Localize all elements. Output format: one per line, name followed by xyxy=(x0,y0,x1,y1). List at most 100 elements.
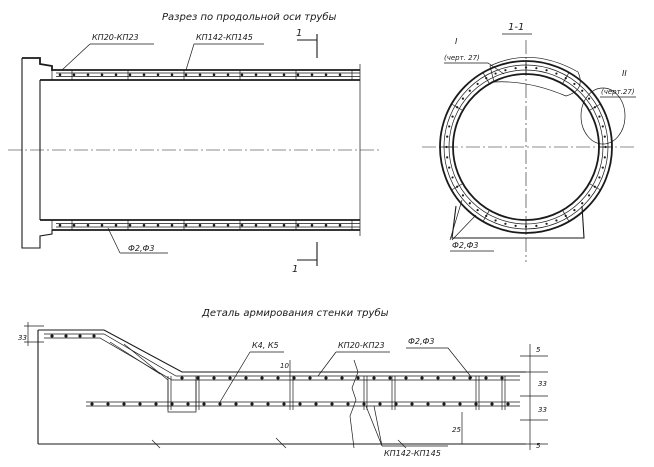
bar-dot xyxy=(86,73,90,77)
ring-bar-dot xyxy=(573,82,576,86)
wall-bar-dot xyxy=(394,402,398,406)
wall-bar-dot xyxy=(266,402,270,406)
bar-dot xyxy=(170,73,174,77)
wall-bar-dot xyxy=(362,402,366,406)
ring-bar-dot xyxy=(601,166,604,169)
bar-dot xyxy=(212,223,216,227)
detail-break-line xyxy=(349,359,359,449)
reinforcement-bars-longitudinal xyxy=(58,70,353,230)
wall-bar-dot xyxy=(442,402,446,406)
leader-k4-k5 xyxy=(219,351,284,403)
bar-dot xyxy=(184,223,188,227)
ring-bar-dot xyxy=(581,89,584,92)
bar-dot xyxy=(128,223,132,227)
callout-kp142-kp145-top: КП142-КП145 xyxy=(196,33,253,42)
detail-one-ref: (черт. 27) xyxy=(444,54,480,62)
wall-bar-dot xyxy=(292,376,296,380)
dim-33-left: 33 xyxy=(18,334,27,342)
bar-dot xyxy=(226,73,230,77)
dim-5-bottom: 5 xyxy=(536,442,541,450)
wall-bar-dot xyxy=(234,402,238,406)
wall-bar-dot xyxy=(154,402,158,406)
wall-bar-dot xyxy=(340,376,344,380)
ring-spacer xyxy=(589,103,601,111)
wall-bar-dot xyxy=(356,376,360,380)
ring-bar-dot xyxy=(601,125,604,128)
bar-dot xyxy=(268,223,272,227)
dim-5-top: 5 xyxy=(536,346,541,354)
bar-dot xyxy=(114,73,118,77)
leader-kp142-kp145-detail xyxy=(365,405,448,447)
wall-bar-dot xyxy=(426,402,430,406)
ring-bar-dot xyxy=(514,224,517,227)
ring-bar-dot xyxy=(448,125,451,128)
wall-bar-dot xyxy=(420,376,424,380)
bar-dot xyxy=(72,223,76,227)
ring-bar-dot xyxy=(598,115,601,118)
wall-bar-dot xyxy=(410,402,414,406)
wall-bar-dot xyxy=(404,376,408,380)
wall-reinforcement-detail: Деталь армирования стенки трубы 5 33 33 … xyxy=(18,307,548,458)
ring-bar-dot xyxy=(468,202,471,205)
wall-bar-dot xyxy=(122,402,126,406)
ring-bar-dot xyxy=(494,219,497,222)
bar-dot xyxy=(128,73,132,77)
cage-diagonal xyxy=(109,341,161,375)
bar-dot xyxy=(72,73,76,77)
section-title: 1-1 xyxy=(508,22,524,33)
bar-dot xyxy=(100,223,104,227)
wall-bar-dot xyxy=(324,376,328,380)
bar-dot xyxy=(184,73,188,77)
wall-bar-dot xyxy=(436,376,440,380)
bar-dot xyxy=(58,223,62,227)
leader-kp20-kp23-detail xyxy=(317,351,390,377)
wall-bar-dot xyxy=(244,376,248,380)
wall-bar-dot xyxy=(78,334,82,338)
leader-kp20-kp23-top xyxy=(61,43,154,71)
ring-bar-dot xyxy=(476,208,479,212)
section-mark-bottom: 1 xyxy=(292,264,298,275)
bar-dot xyxy=(86,223,90,227)
bar-dot xyxy=(254,73,258,77)
dim-33-b: 33 xyxy=(538,406,547,414)
bar-dot xyxy=(296,73,300,77)
bar-dot xyxy=(268,73,272,77)
wall-bar-dot xyxy=(378,402,382,406)
wall-bar-dot xyxy=(92,334,96,338)
ring-bar-dot xyxy=(476,82,479,86)
bar-dot xyxy=(240,73,244,77)
ring-bar-dot xyxy=(446,156,449,159)
wall-bar-dot xyxy=(218,402,222,406)
wall-bar-dot xyxy=(186,402,190,406)
bar-dot xyxy=(58,73,62,77)
wall-bar-dot xyxy=(500,376,504,380)
section-mark-top: 1 xyxy=(296,28,302,39)
detail-title: Деталь армирования стенки трубы xyxy=(201,307,389,319)
callout-k4-k5: К4, К5 xyxy=(252,341,279,350)
longitudinal-title: Разрез по продольной оси трубы xyxy=(162,11,337,23)
reinforcement-bars-wall xyxy=(50,334,510,406)
wall-bar-dot xyxy=(452,376,456,380)
bar-dot xyxy=(310,223,314,227)
ring-bar-dot xyxy=(587,194,591,197)
detail-two-ref: (черт.27) xyxy=(601,88,635,96)
ring-bar-dot xyxy=(555,219,558,222)
wall-bar-dot xyxy=(314,402,318,406)
bar-dot xyxy=(310,73,314,77)
callout-kp20-kp23-top: КП20-КП23 xyxy=(92,33,139,42)
callout-kp20-kp23-detail: КП20-КП23 xyxy=(338,341,385,350)
reinforcement-ties xyxy=(167,376,506,410)
bar-dot xyxy=(142,73,146,77)
wall-bar-dot xyxy=(372,376,376,380)
ring-spacer xyxy=(451,103,463,111)
wall-bar-dot xyxy=(260,376,264,380)
wall-bar-dot xyxy=(282,402,286,406)
longitudinal-section: Разрез по продольной оси трубы 1 1 КП20-… xyxy=(8,11,380,275)
wall-bar-dot xyxy=(484,376,488,380)
ring-bar-dot xyxy=(504,222,507,225)
detail-one-boundary xyxy=(489,57,581,97)
wall-bar-dot xyxy=(138,402,142,406)
ring-spacer xyxy=(451,183,463,191)
ring-bar-dot xyxy=(535,224,538,227)
